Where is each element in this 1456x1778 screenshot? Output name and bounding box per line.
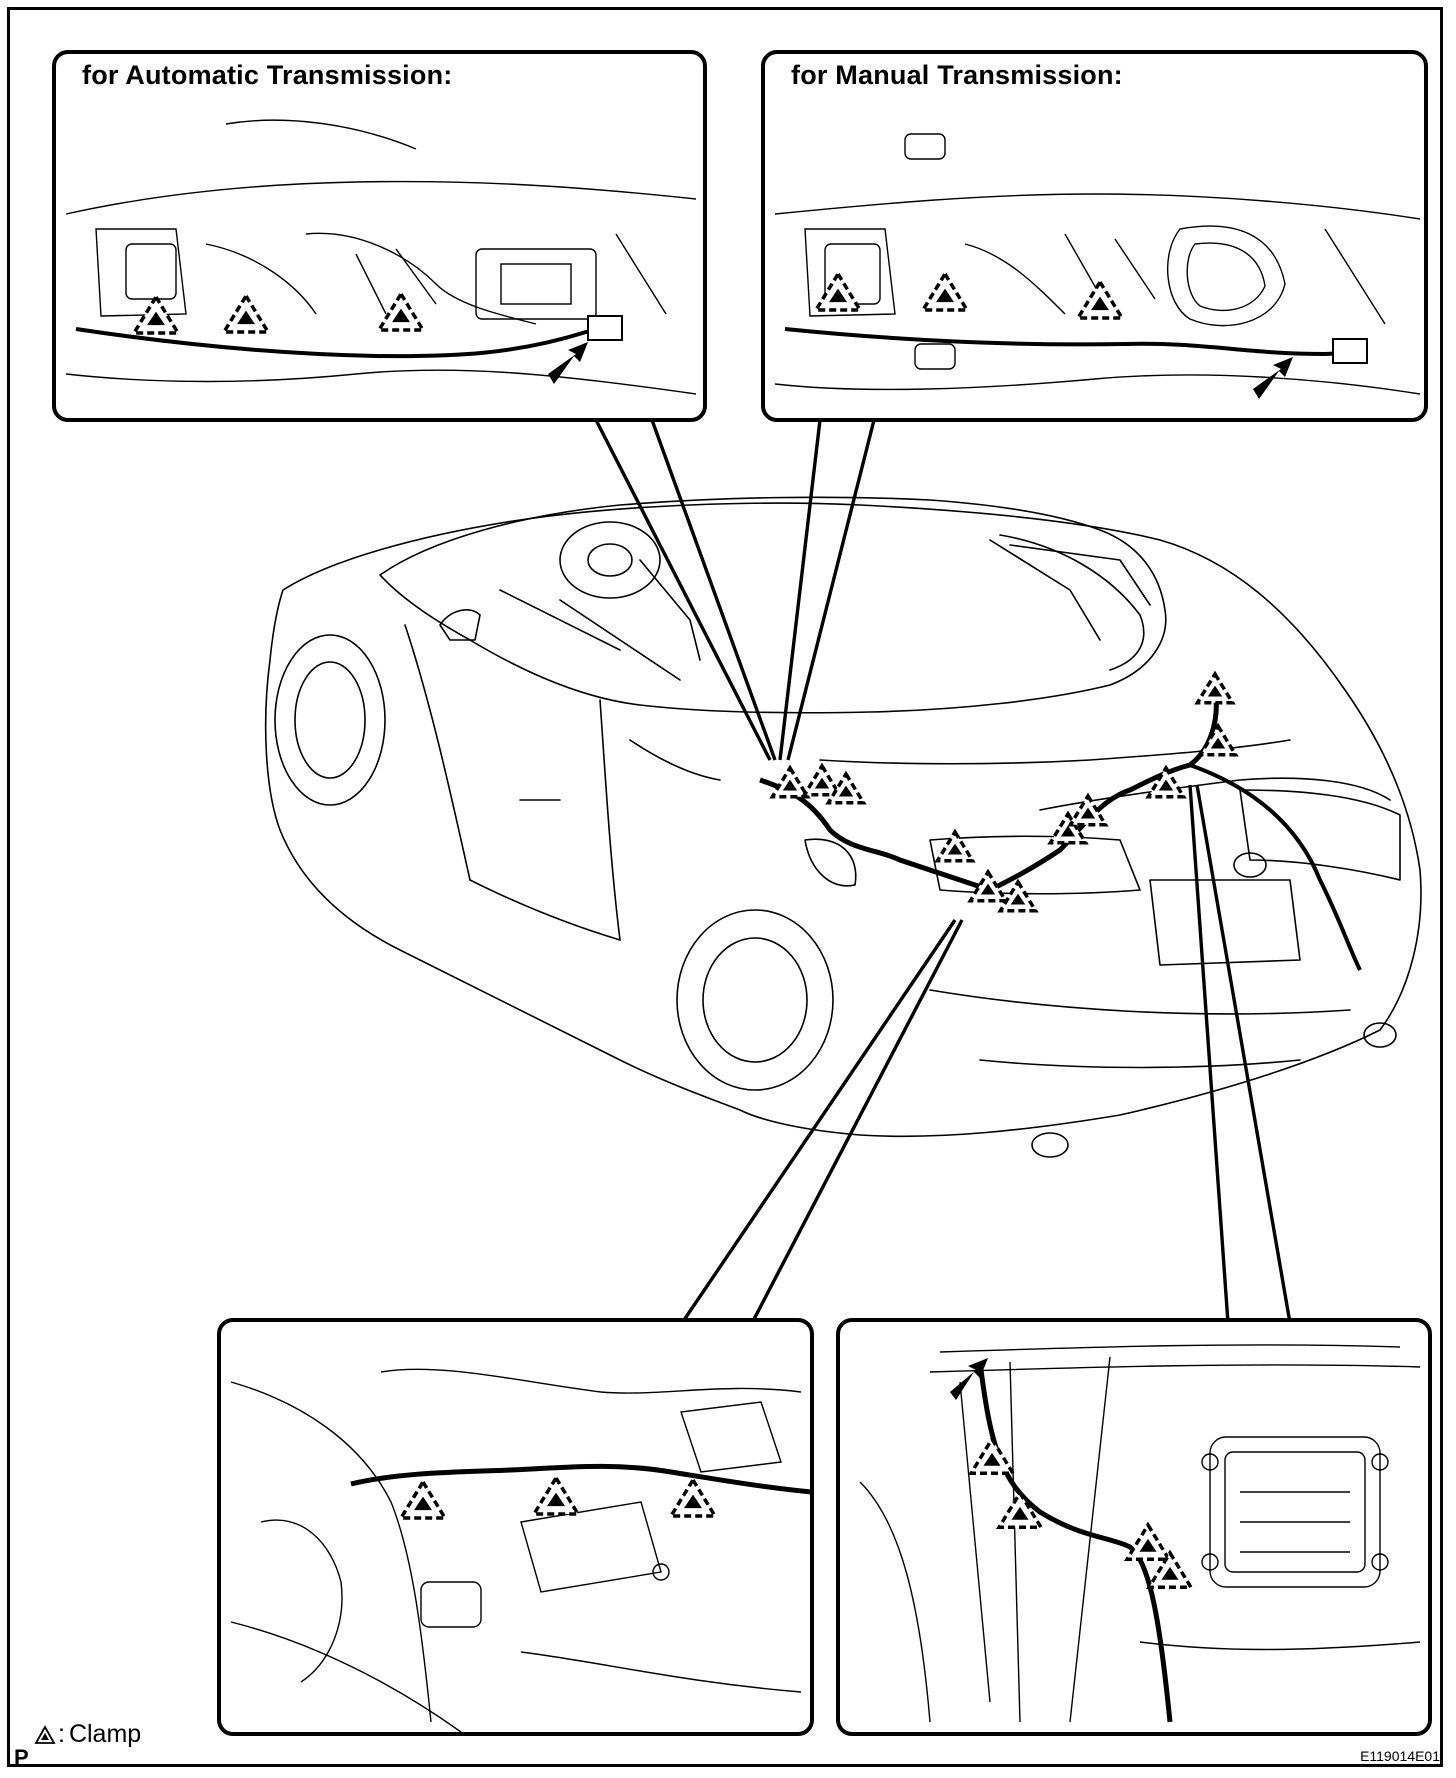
clamp-icon (220, 292, 272, 334)
legend-separator: : (58, 1720, 65, 1748)
panel-title-manual: for Manual Transmission: (787, 60, 1127, 91)
legend: : Clamp (34, 1720, 141, 1749)
automatic-clamp-markers (130, 290, 427, 335)
clamp-icon (769, 764, 811, 799)
clamp-icon (667, 1476, 719, 1518)
clamp-icon (934, 828, 976, 863)
clamp-icon (995, 1489, 1045, 1529)
manual-clamp-markers (812, 270, 1126, 320)
lower-left-harness-detail (230, 1368, 810, 1732)
clamp-icon (997, 878, 1039, 913)
manual-harness-detail (774, 133, 1421, 399)
panel-manual-transmission: for Manual Transmission: (761, 50, 1428, 422)
lower-right-clamp-markers (967, 1435, 1195, 1589)
clamp-icon (375, 290, 427, 332)
clamp-icon (825, 770, 867, 805)
panel-automatic-transmission: for Automatic Transmission: (52, 50, 707, 422)
clamp-icon (1067, 792, 1109, 827)
clamp-icon (967, 868, 1009, 903)
clamp-icon (1145, 764, 1187, 799)
clamp-legend-icon (34, 1724, 56, 1744)
page-marker: P (14, 1745, 29, 1770)
manual-connector-arrow (1253, 357, 1293, 399)
lower-right-harness-detail (859, 1344, 1421, 1723)
clamp-icon (967, 1435, 1017, 1475)
lower-right-connector-arrow (950, 1358, 988, 1400)
panel-title-automatic: for Automatic Transmission: (78, 60, 457, 91)
clamp-icon (1194, 670, 1236, 705)
figure-code: E119014E01 (1360, 1748, 1440, 1764)
automatic-connector-arrow (548, 342, 588, 384)
clamp-icon (1047, 810, 1089, 845)
clamp-icon (1145, 1549, 1195, 1589)
clamp-icon (1123, 1521, 1173, 1561)
clamp-icon (530, 1474, 582, 1516)
clamp-icon (397, 1478, 449, 1520)
clamp-icon (1074, 278, 1126, 320)
clamp-icon (130, 293, 182, 335)
automatic-harness-detail (65, 119, 697, 395)
clamp-icon (1197, 722, 1239, 757)
figure-frame (7, 7, 1443, 1767)
panel-lower-right-detail (836, 1318, 1432, 1736)
clamp-icon (919, 270, 971, 312)
legend-label: Clamp (68, 1720, 142, 1748)
clamp-icon (801, 762, 843, 797)
clamp-icon (812, 270, 864, 312)
panel-lower-left-detail (217, 1318, 814, 1736)
lower-left-clamp-markers (397, 1474, 719, 1520)
main-clamp-markers (769, 670, 1239, 913)
